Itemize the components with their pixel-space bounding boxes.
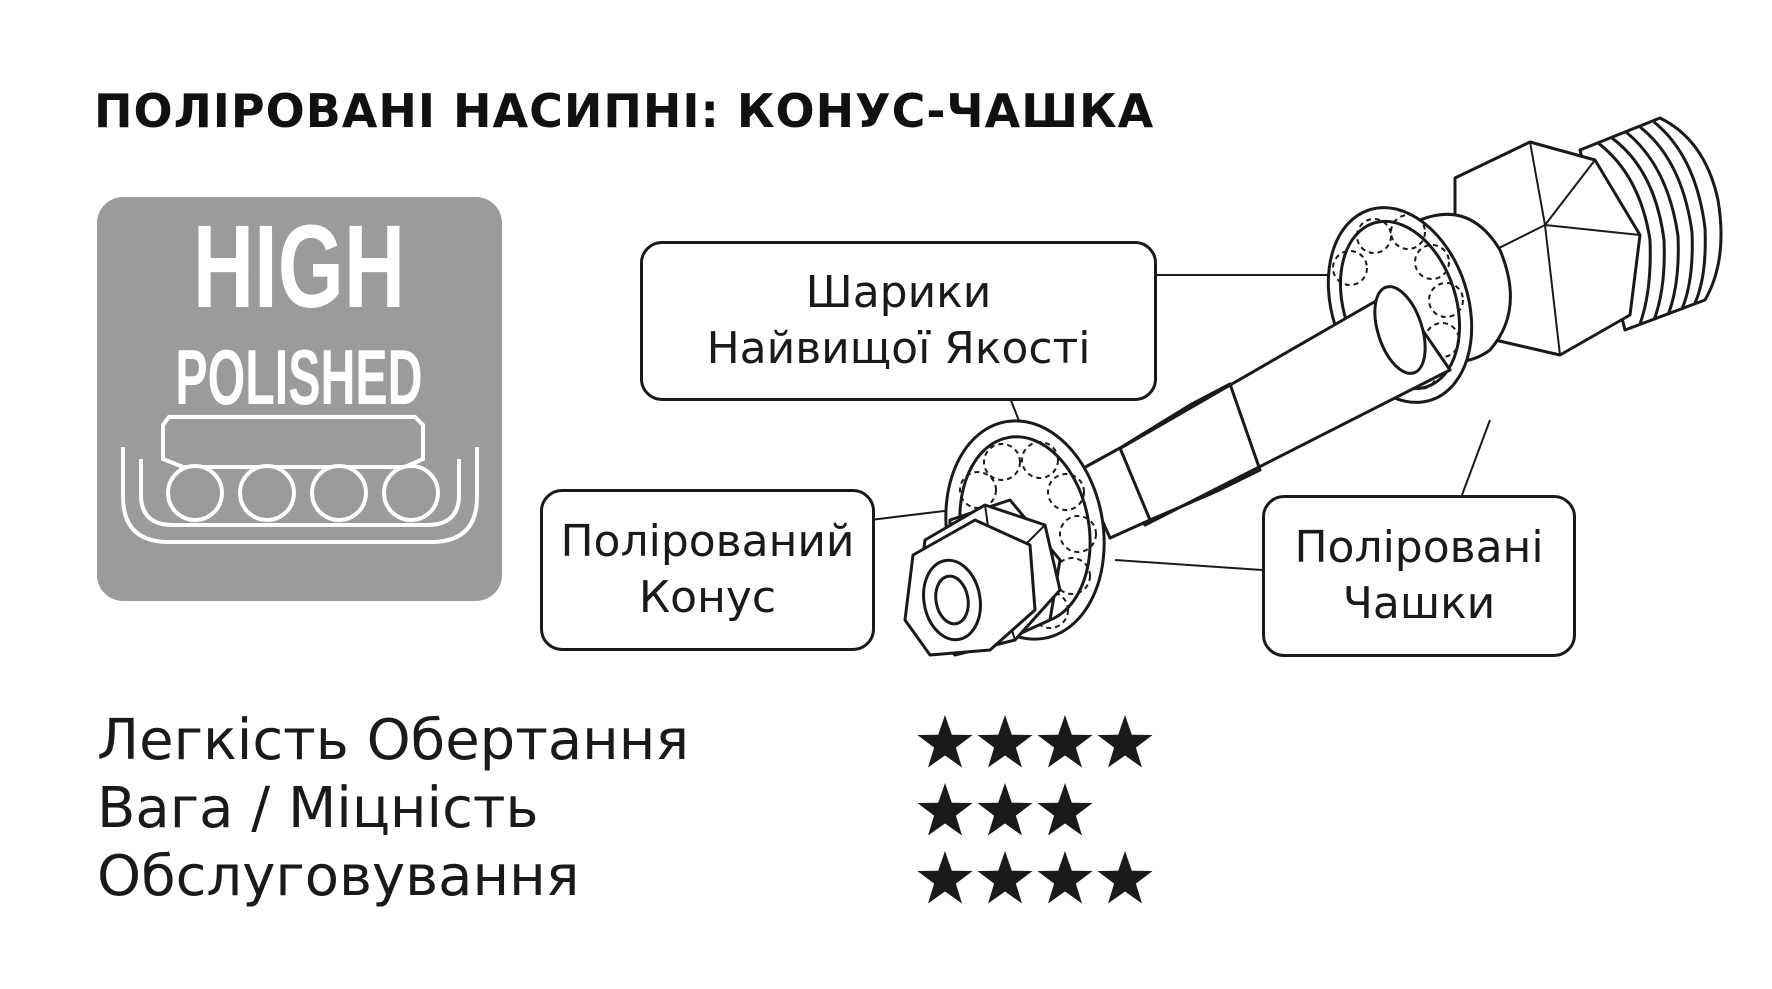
star-icon xyxy=(1037,851,1093,904)
callout-balls-line1: Шарики xyxy=(805,267,992,318)
star-rating xyxy=(917,851,1153,904)
badge-line1: HIGH xyxy=(193,200,405,332)
left-cone-nut xyxy=(903,498,1062,657)
star-icon xyxy=(1097,851,1153,904)
star-icon xyxy=(1037,783,1093,836)
callout-cone-line1: Полірований xyxy=(560,516,855,567)
star-icon xyxy=(917,783,973,836)
callout-cups-line1: Поліровані xyxy=(1294,522,1544,573)
star-rating xyxy=(917,783,1093,836)
callout-cups-line2: Чашки xyxy=(1342,578,1496,629)
rating-row: Вага / Міцність xyxy=(97,776,1197,842)
rating-row: Легкість Обертання xyxy=(97,708,1197,774)
star-icon xyxy=(917,851,973,904)
high-polished-badge: HIGH POLISHED xyxy=(97,197,502,601)
page-title: ПОЛІРОВАНІ НАСИПНІ: КОНУС-ЧАШКА xyxy=(94,84,1155,138)
rating-label: Вага / Міцність xyxy=(97,776,539,841)
badge-line2: POLISHED xyxy=(175,333,422,421)
star-icon xyxy=(917,715,973,768)
callout-cone-line2: Конус xyxy=(638,572,777,623)
callout-cups: Поліровані Чашки xyxy=(1262,495,1576,657)
badge-graphic: HIGH POLISHED xyxy=(121,200,479,544)
rating-label: Легкість Обертання xyxy=(97,708,690,773)
bearing-cross-section-icon xyxy=(121,415,479,544)
callout-balls-line2: Найвищої Якості xyxy=(706,323,1091,374)
star-icon xyxy=(977,715,1033,768)
callout-cone: Полірований Конус xyxy=(540,489,875,651)
star-icon xyxy=(977,851,1033,904)
rating-label: Обслуговування xyxy=(97,844,580,909)
rating-row: Обслуговування xyxy=(97,844,1197,910)
callout-balls: Шарики Найвищої Якості xyxy=(640,241,1157,401)
star-icon xyxy=(977,783,1033,836)
star-icon xyxy=(1037,715,1093,768)
star-icon xyxy=(1097,715,1153,768)
star-rating xyxy=(917,715,1153,768)
